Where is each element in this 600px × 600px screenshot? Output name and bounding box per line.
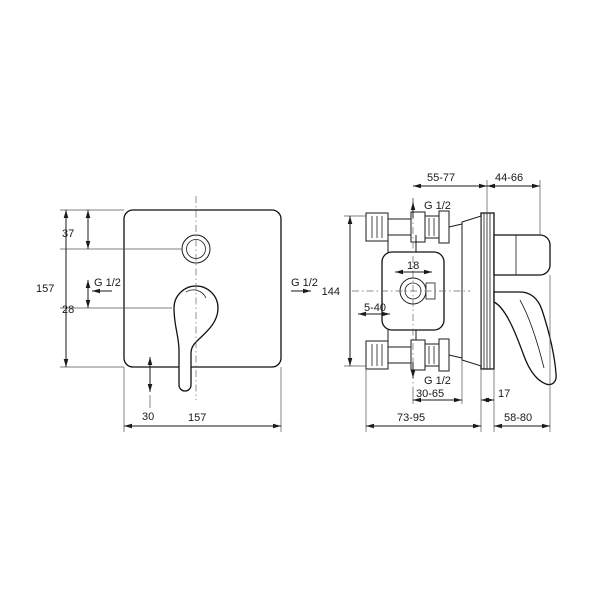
side-top-gasket	[438, 210, 450, 244]
dim-side-top-a: 55-77	[427, 172, 455, 184]
side-diverter-knob	[493, 234, 551, 276]
side-lever-handle-crease	[519, 299, 545, 369]
lever-handle-highlight	[185, 289, 207, 299]
dim-side-plate-thickness: 17	[498, 388, 510, 400]
side-wall-plate-ribs	[483, 213, 491, 369]
side-bottom-gasket	[438, 338, 450, 372]
side-top-port	[424, 215, 440, 239]
label-side-connection-top: G 1/2	[424, 200, 451, 212]
front-view-group: 157 37 28 G 1/2 G 1/2 30 30 157	[36, 196, 318, 432]
dim-side-top-b: 44-66	[495, 172, 523, 184]
dim-side-height-total: 144	[322, 286, 340, 298]
dim-front-top-offset: 37	[62, 228, 74, 240]
dim-side-bottom-c: 58-80	[504, 412, 532, 424]
side-plate-link-top	[448, 223, 463, 228]
dim-side-bottom-b: 73-95	[397, 412, 425, 424]
dim-front-width-total: 157	[188, 412, 206, 424]
side-plate-link-bottom	[448, 354, 463, 359]
label-side-connection-bottom: G 1/2	[424, 375, 451, 387]
dim-front-height-total: 157	[36, 283, 54, 295]
side-plate-taper	[461, 215, 482, 367]
side-lever-handle	[493, 291, 557, 386]
dim-side-bore: 18	[407, 260, 419, 272]
side-bottom-port	[424, 343, 440, 367]
dim-front-lever-offset: 30	[142, 411, 154, 423]
label-front-connection-left: G 1/2	[94, 277, 121, 289]
dim-front-mid-offset: 28	[62, 304, 74, 316]
side-view-group: 55-77 44-66 144 18 5-40 G 1/2 G 1/2	[322, 172, 557, 432]
dim-side-depth-range: 5-40	[364, 302, 386, 314]
label-front-connection-right: G 1/2	[291, 277, 318, 289]
side-wall-plate	[480, 212, 495, 370]
dim-side-bottom-a: 30-65	[416, 388, 444, 400]
